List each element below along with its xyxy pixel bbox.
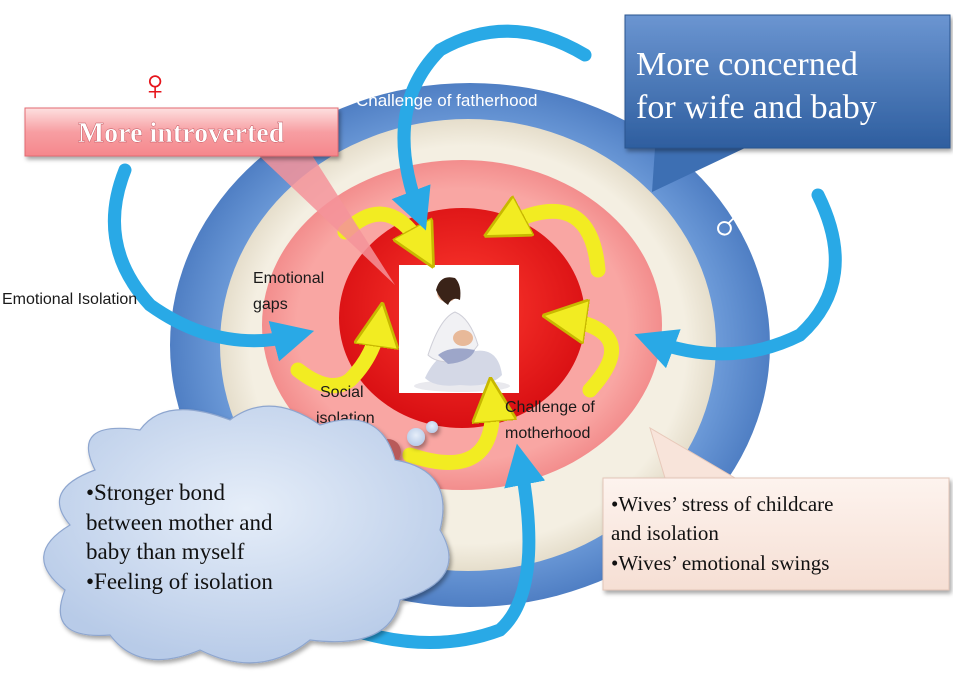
cloud-line2: between mother and (86, 510, 273, 535)
yellow-arrow-bottom (402, 395, 493, 470)
wives-line3: •Wives’ emotional swings (611, 551, 829, 575)
motherhood-label-line1: Challenge of (505, 399, 595, 416)
cloud-line3: baby than myself (86, 539, 245, 564)
thought-cloud-text: •Stronger bond between mother and baby t… (86, 480, 273, 594)
introverted-callout: More introverted (24, 107, 395, 285)
social-isolation-label-line1: Social (320, 384, 364, 401)
female-symbol: ♀ (139, 61, 172, 110)
concerned-label-line1: More concerned (636, 46, 858, 83)
emotional-gaps-label-line1: Emotional (253, 270, 324, 287)
blue-arrow-left (107, 163, 315, 362)
yellow-arrow-right (560, 318, 620, 398)
male-symbol: ♂ (709, 194, 748, 252)
yellow-arrow-top-right (500, 211, 606, 278)
motherhood-label-line2: motherhood (505, 425, 590, 442)
thought-cloud (43, 405, 450, 664)
mother-baby-photo (399, 265, 519, 393)
introverted-label: More introverted (78, 118, 285, 149)
fatherhood-label: Challenge of fatherhood (356, 91, 537, 110)
blue-arrow-top (391, 24, 592, 231)
cloud-line1: •Stronger bond (86, 480, 226, 505)
wives-line1: •Wives’ stress of childcare (611, 492, 833, 516)
blue-arrow-right (634, 188, 842, 369)
blue-arrow-bottom (313, 443, 546, 649)
emotional-isolation-label: Emotional Isolation (2, 291, 137, 308)
emotional-gaps-label-line2: gaps (253, 296, 288, 313)
cloud-line4: •Feeling of isolation (86, 569, 273, 594)
concerned-callout: More concerned for wife and baby (624, 14, 951, 192)
wives-callout: •Wives’ stress of childcare and isolatio… (602, 426, 950, 591)
concerned-label-line2: for wife and baby (636, 89, 877, 126)
wives-line2: and isolation (611, 521, 719, 545)
yellow-arrow-left (290, 320, 380, 394)
blue-arrows (107, 24, 842, 649)
